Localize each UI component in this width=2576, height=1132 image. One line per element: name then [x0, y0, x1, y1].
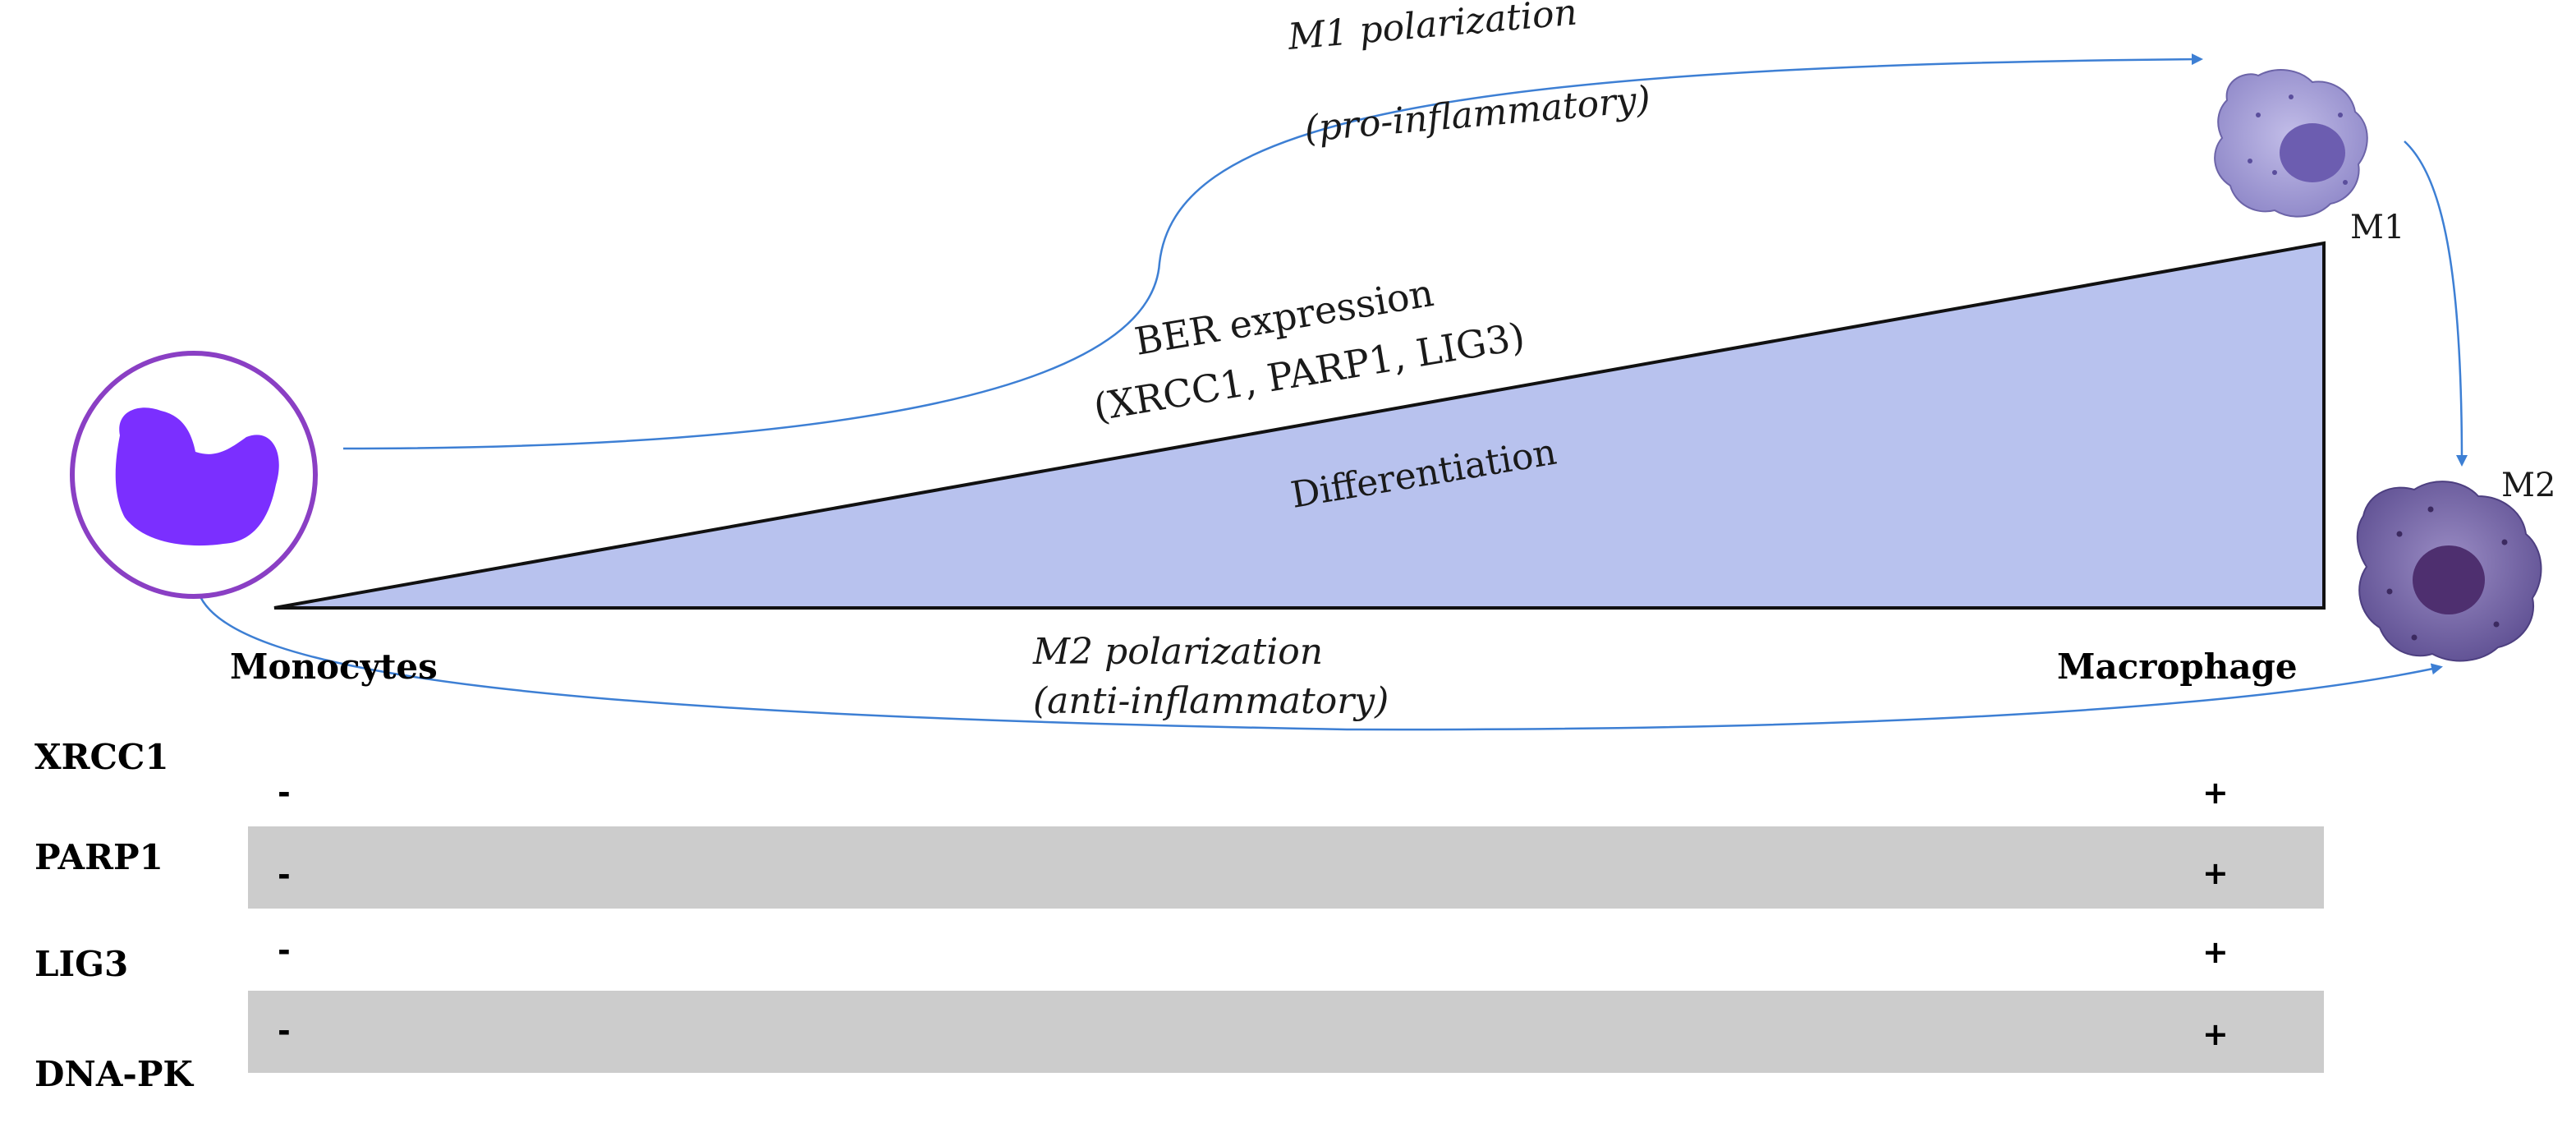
- m1-label: M1: [2350, 209, 2404, 246]
- table-row: XRCC1 - +: [34, 737, 2229, 811]
- m2-polarization-arrow: [197, 592, 2443, 731]
- macrophage-label: Macrophage: [2057, 647, 2298, 687]
- sign-start-dnapk: -: [278, 1013, 291, 1049]
- sign-start-xrcc1: -: [278, 775, 291, 811]
- gene-label-lig3: LIG3: [34, 944, 128, 984]
- sign-start-parp1: -: [278, 857, 291, 893]
- m2-macrophage-icon: [2356, 481, 2542, 662]
- gene-label-parp1: PARP1: [34, 837, 163, 877]
- gene-label-xrcc1: XRCC1: [34, 737, 169, 777]
- table-band-parp1: [248, 826, 2324, 909]
- differentiation-triangle: [273, 241, 2326, 610]
- table-row: LIG3 - +: [34, 932, 2229, 984]
- m2-label: M2: [2501, 467, 2555, 504]
- table-row: DNA-PK - +: [34, 1013, 2229, 1094]
- sign-end-parp1: +: [2202, 855, 2229, 891]
- monocytes-label: Monocytes: [230, 647, 438, 687]
- m2-polarization-label: M2 polarization: [1032, 631, 1323, 673]
- m1-polarization-arrow: [342, 53, 2203, 450]
- m1-macrophage-icon: [2214, 69, 2368, 218]
- sign-start-lig3: -: [278, 932, 291, 969]
- m1-subtitle-label: (pro-inflammatory): [1303, 78, 1652, 150]
- sign-end-dnapk: +: [2202, 1016, 2229, 1052]
- sign-end-xrcc1: +: [2202, 775, 2229, 811]
- monocyte-cell-icon: [70, 351, 318, 599]
- m1-to-m2-arrow: [2404, 140, 2468, 467]
- sign-end-lig3: +: [2202, 934, 2229, 970]
- m1-polarization-label: M1 polarization: [1286, 0, 1579, 58]
- table-row: PARP1 - +: [34, 837, 2229, 893]
- gene-label-dnapk: DNA-PK: [34, 1054, 194, 1094]
- table-band-dnapk: [248, 991, 2324, 1073]
- m2-subtitle-label: (anti-inflammatory): [1033, 680, 1389, 722]
